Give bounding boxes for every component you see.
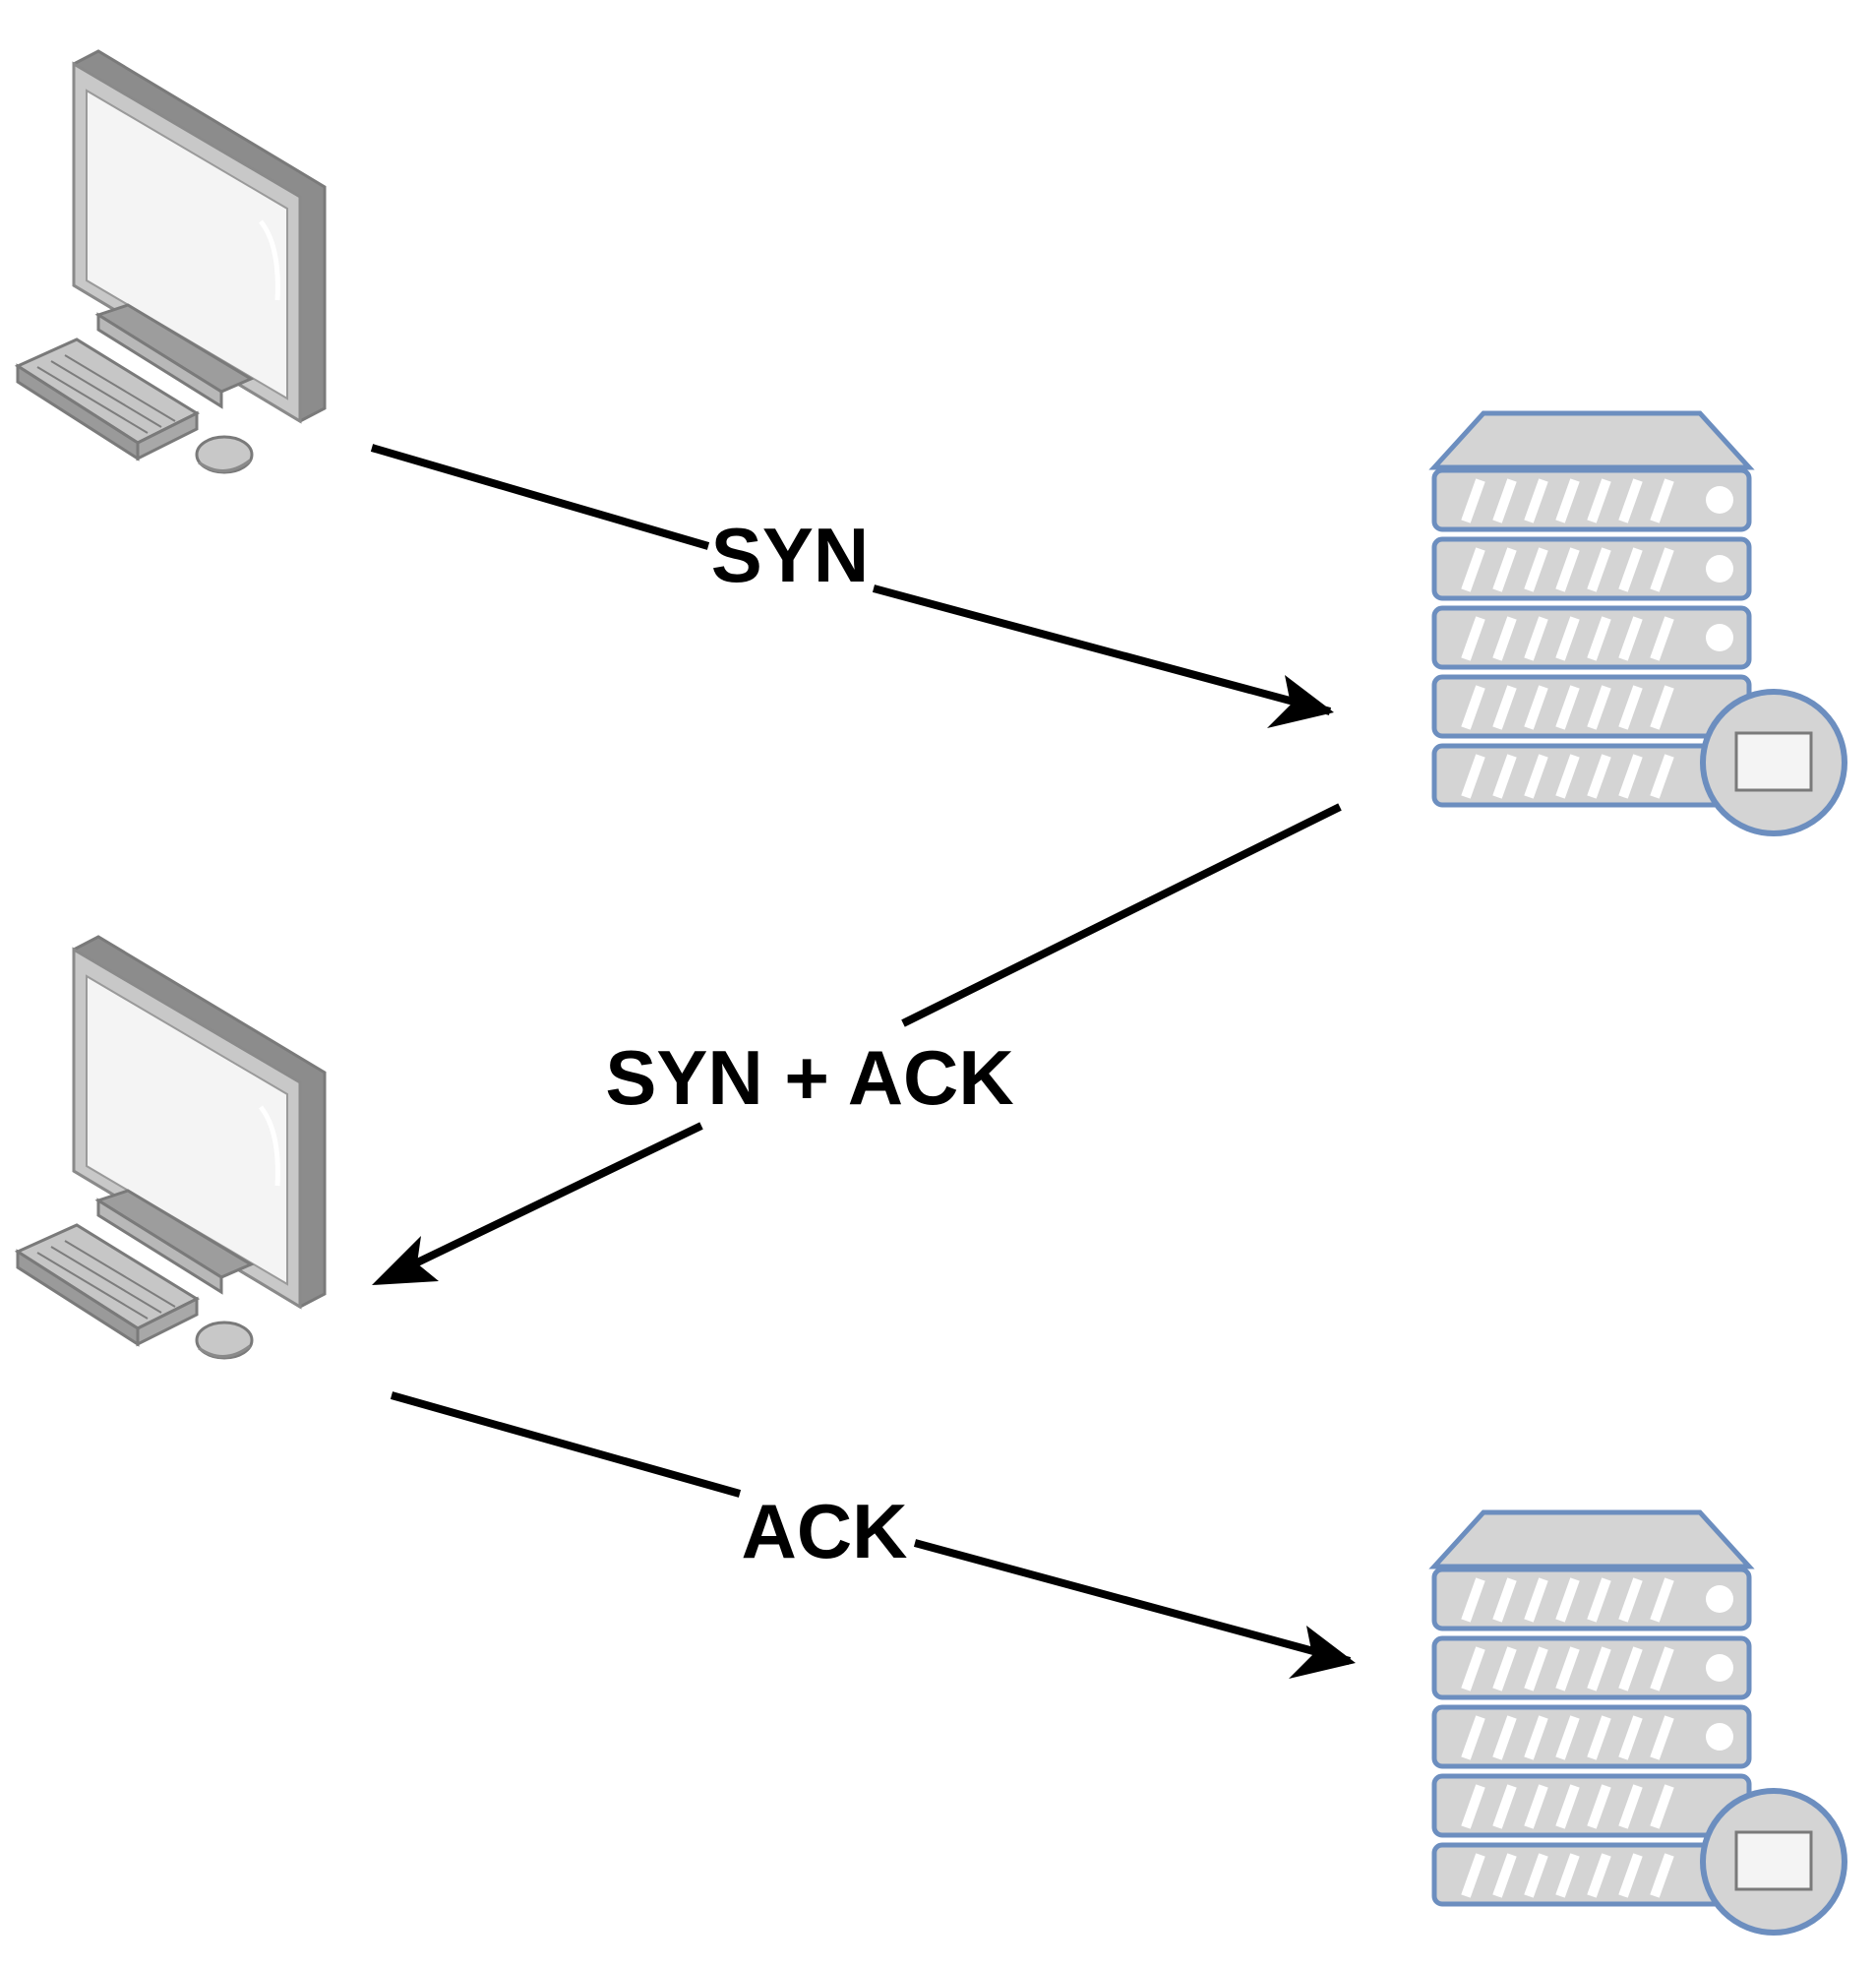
ack-arrow-line-b xyxy=(913,1539,1352,1665)
ack-arrow-line-a xyxy=(390,1391,742,1498)
ack-edge: ACK xyxy=(390,1391,1356,1679)
syn-ack-edge: SYN + ACK xyxy=(372,803,1342,1285)
syn-ack-arrow-line-b xyxy=(409,1122,703,1269)
syn-edge: SYN xyxy=(370,444,1334,728)
syn-ack-label: SYN + ACK xyxy=(605,1034,1013,1121)
client-computer-bottom xyxy=(18,937,325,1358)
server-bottom xyxy=(1434,1512,1845,1933)
desktop-computer-icon xyxy=(18,51,325,472)
ack-arrowhead xyxy=(1289,1626,1356,1679)
syn-arrowhead xyxy=(1267,675,1334,728)
syn-arrow-line-a xyxy=(370,444,710,550)
server-rack-icon xyxy=(1434,413,1845,833)
ack-label: ACK xyxy=(742,1488,908,1574)
server-rack-icon xyxy=(1434,1512,1845,1933)
syn-label: SYN xyxy=(711,512,869,598)
syn-arrow-line-b xyxy=(872,584,1332,715)
client-computer-top xyxy=(18,51,325,472)
desktop-computer-icon xyxy=(18,937,325,1358)
syn-ack-arrow-line-a xyxy=(901,803,1342,1027)
syn-ack-arrowhead xyxy=(372,1236,439,1285)
server-top xyxy=(1434,413,1845,833)
